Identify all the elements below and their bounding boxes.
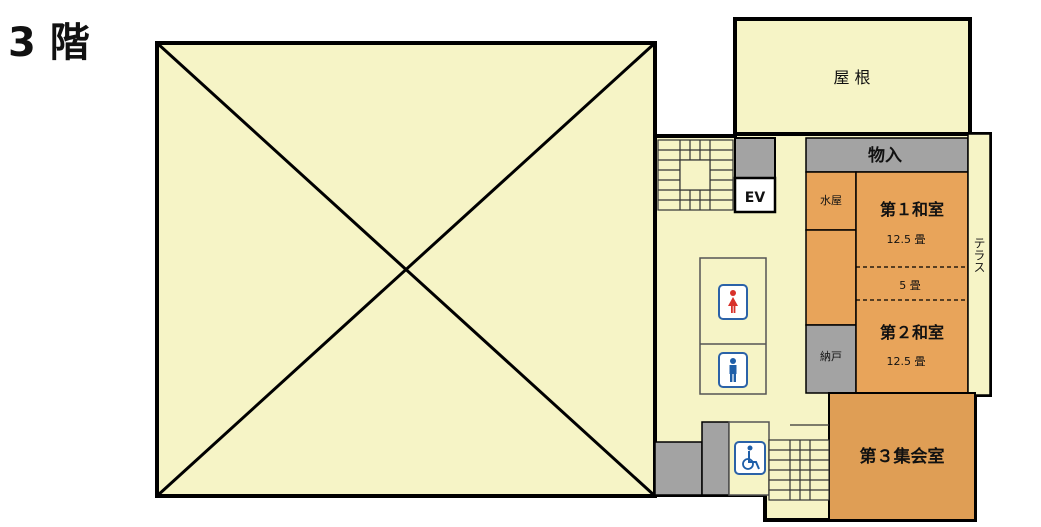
meeting-room-3-label: 第３集会室 — [860, 446, 945, 467]
pipe-shaft — [701, 421, 730, 496]
storage-room — [805, 137, 969, 173]
terrace — [967, 133, 991, 396]
mizuya-room — [805, 171, 857, 231]
side-room — [805, 229, 857, 326]
male-toilet-icon — [718, 352, 748, 388]
washitsu-block — [855, 171, 969, 394]
staircase-south — [768, 424, 830, 501]
roof-area — [733, 17, 972, 136]
washitsu1-size: 12.5 畳 — [887, 233, 926, 246]
shaft — [734, 137, 776, 179]
nato-label: 納戸 — [820, 350, 842, 363]
washitsu1-name: 第１和室 — [880, 200, 944, 219]
staircase-north — [657, 139, 734, 211]
floor-title: 3 階 — [8, 20, 90, 66]
mid-area-size: 5 畳 — [899, 279, 921, 292]
mizuya-label: 水屋 — [820, 194, 842, 207]
female-toilet-icon — [718, 284, 748, 320]
accessible-toilet-icon — [734, 441, 766, 475]
storage-label: 物入 — [868, 145, 902, 166]
elevator — [733, 176, 777, 214]
washitsu2-name: 第２和室 — [880, 323, 944, 342]
elevator-label: EV — [745, 190, 766, 206]
terrace-label: テラス — [972, 237, 986, 273]
atrium-void — [155, 41, 657, 498]
roof-label: 屋 根 — [833, 68, 870, 87]
meeting-room-3 — [828, 392, 976, 521]
washitsu2-size: 12.5 畳 — [887, 355, 926, 368]
storage-lower — [654, 441, 703, 496]
